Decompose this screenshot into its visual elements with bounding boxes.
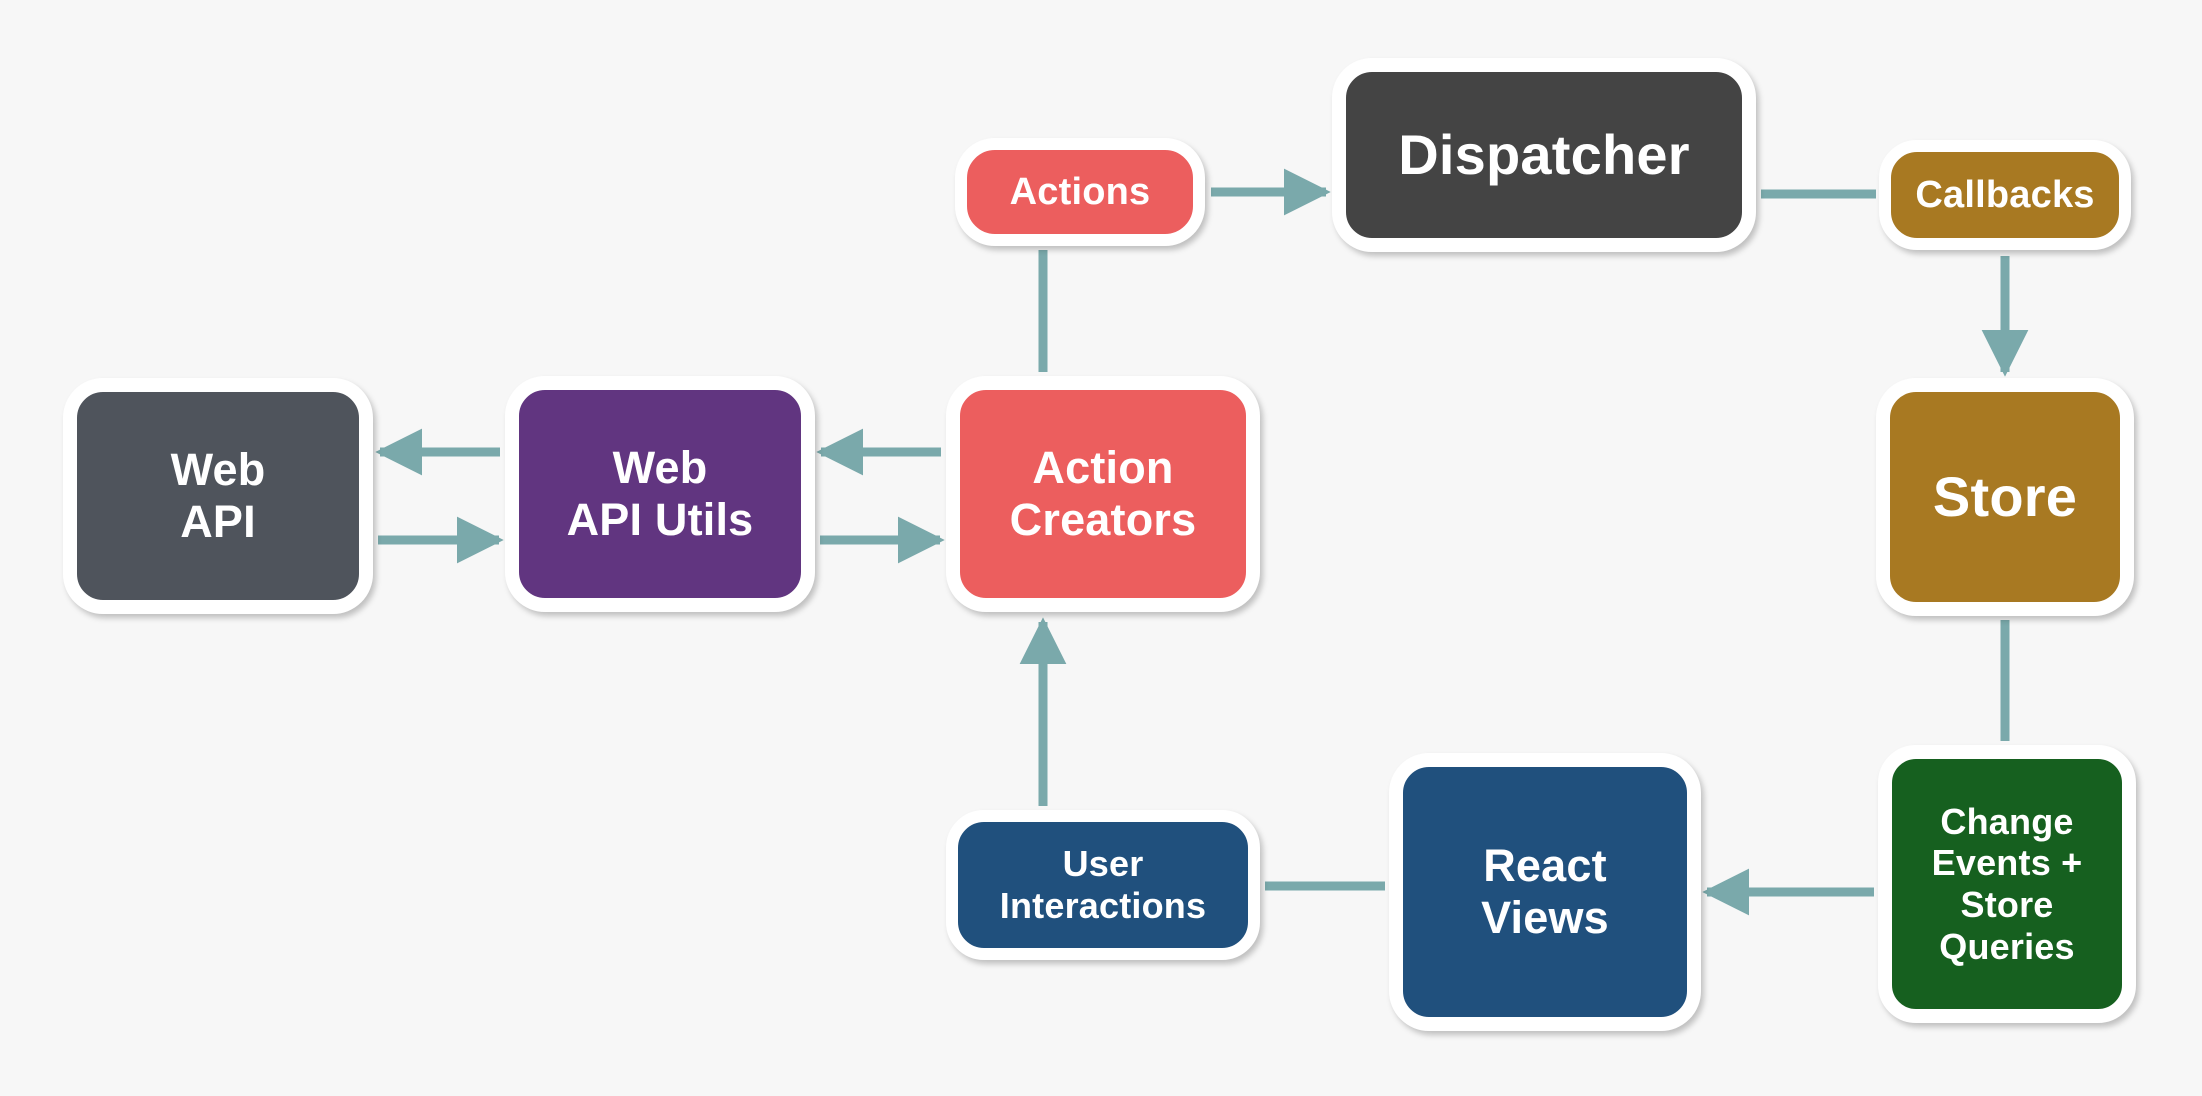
node-web-api[interactable]: Web API <box>63 378 373 614</box>
node-actions[interactable]: Actions <box>955 138 1205 246</box>
node-web-api-utils[interactable]: Web API Utils <box>505 376 815 612</box>
node-store[interactable]: Store <box>1876 378 2134 616</box>
node-user-interactions[interactable]: User Interactions <box>946 810 1260 960</box>
node-react-views[interactable]: React Views <box>1389 753 1701 1031</box>
node-dispatcher[interactable]: Dispatcher <box>1332 58 1756 252</box>
node-change-events-store-queries[interactable]: Change Events + Store Queries <box>1878 745 2136 1023</box>
node-action-creators[interactable]: Action Creators <box>946 376 1260 612</box>
node-callbacks[interactable]: Callbacks <box>1879 140 2131 250</box>
